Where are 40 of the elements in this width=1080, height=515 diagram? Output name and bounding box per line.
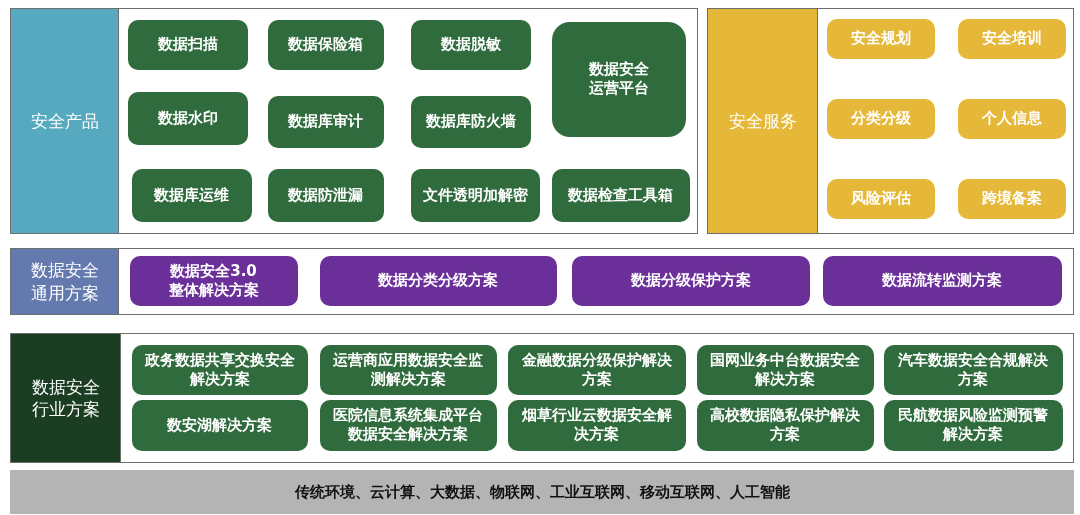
component-box: 金融数据分级保护解决方案 — [507, 344, 686, 395]
component-box: 数据安全运营平台 — [551, 21, 686, 137]
section-header: 数据安全行业方案 — [11, 334, 121, 462]
component-box: 数据流转监测方案 — [822, 255, 1062, 306]
component-box: 国网业务中台数据安全解决方案 — [696, 344, 874, 395]
component-box: 数据分类分级方案 — [319, 255, 557, 306]
component-box: 数据检查工具箱 — [551, 168, 690, 222]
component-box: 安全规划 — [826, 18, 935, 59]
component-box: 数安湖解决方案 — [131, 399, 308, 451]
component-box: 数据脱敏 — [410, 19, 531, 70]
component-box: 高校数据隐私保护解决方案 — [696, 399, 874, 451]
component-box: 个人信息 — [957, 98, 1066, 139]
component-box: 民航数据风险监测预警解决方案 — [883, 399, 1063, 451]
component-box: 运营商应用数据安全监测解决方案 — [319, 344, 497, 395]
component-box: 烟草行业云数据安全解决方案 — [507, 399, 686, 451]
foundation-bar: 传统环境、云计算、大数据、物联网、工业互联网、移动互联网、人工智能 — [10, 470, 1074, 514]
component-box: 数据水印 — [127, 91, 248, 145]
component-box: 数据分级保护方案 — [571, 255, 810, 306]
component-box: 医院信息系统集成平台数据安全解决方案 — [319, 399, 497, 451]
component-box: 文件透明加解密 — [410, 168, 540, 222]
section-header: 安全产品 — [11, 9, 119, 233]
component-box: 安全培训 — [957, 18, 1066, 59]
component-box: 数据安全3.0整体解决方案 — [129, 255, 298, 306]
component-box: 数据保险箱 — [267, 19, 384, 70]
component-box: 汽车数据安全合规解决方案 — [883, 344, 1063, 395]
section-panel — [707, 8, 1074, 234]
component-box: 数据库运维 — [131, 168, 252, 222]
section-header: 数据安全通用方案 — [11, 249, 119, 314]
section-panel — [10, 8, 698, 234]
component-box: 数据库防火墙 — [410, 95, 531, 148]
component-box: 分类分级 — [826, 98, 935, 139]
component-box: 数据扫描 — [127, 19, 248, 70]
component-box: 数据防泄漏 — [267, 168, 384, 222]
section-panel — [10, 248, 1074, 315]
component-box: 政务数据共享交换安全解决方案 — [131, 344, 308, 395]
section-header: 安全服务 — [708, 9, 818, 233]
component-box: 数据库审计 — [267, 95, 384, 148]
section-panel — [10, 333, 1074, 463]
component-box: 跨境备案 — [957, 178, 1066, 219]
component-box: 风险评估 — [826, 178, 935, 219]
